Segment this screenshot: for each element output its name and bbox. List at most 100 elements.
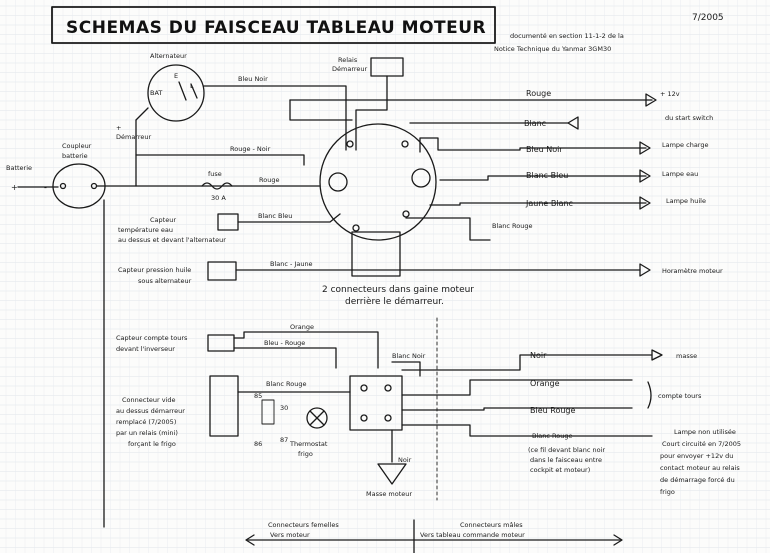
fuse <box>201 182 233 190</box>
lampe-note-3: pour envoyer +12v du <box>660 452 733 460</box>
wire-label-rouge: Rouge <box>259 176 279 184</box>
wire-rouge-out <box>289 99 353 121</box>
wire-blanc-rouge-lower <box>401 424 653 437</box>
batterie-plus: + <box>11 183 18 192</box>
wire-bleu-rouge-right <box>401 407 633 411</box>
wire-label-noir: Noir <box>398 456 412 464</box>
relais-label-2: Démarreur <box>332 65 368 73</box>
thermostat-label-2: frigo <box>298 450 313 458</box>
alt-e-label: E <box>174 72 178 80</box>
right-wire-blanc-rouge-lower: Blanc Rouge <box>532 432 572 440</box>
connecteur-vide-3: remplacé (7/2005) <box>116 418 176 426</box>
capteur-compte-tours <box>207 334 235 352</box>
connecteur-moteur-1 <box>319 123 437 241</box>
alt-terminal-e <box>178 81 187 101</box>
arrow-right-icon <box>651 349 663 361</box>
wire-blanc-bleu-left <box>237 213 341 223</box>
capteur-temp-3: au dessus et devant l'alternateur <box>118 236 226 244</box>
fl-note-1: (ce fil devant blanc noir <box>528 446 605 454</box>
capteur-pression-huile <box>207 261 237 281</box>
arrow-right-icon <box>639 196 651 210</box>
connecteur-bas-pin-3 <box>360 414 368 422</box>
connecteur-bas-pin-4 <box>384 414 392 422</box>
wire-label-blanc-bleu: Blanc Bleu <box>258 212 292 220</box>
footer-left-2: Vers moteur <box>270 531 310 539</box>
right-wire-bleu-noir: Bleu Noir <box>526 145 563 154</box>
right-wire-orange: Orange <box>530 379 560 388</box>
lampe-note-2: Court circuité en 7/2005 <box>662 440 741 448</box>
footer-right-1: Connecteurs mâles <box>460 521 523 529</box>
alt-bat-lead <box>135 107 149 121</box>
footer-left-1: Connecteurs femelles <box>268 521 339 529</box>
right-dest-compte-tours: compte tours <box>658 392 702 400</box>
wire-blanc-bleu-right <box>439 175 647 181</box>
right-dest-rouge: + 12v <box>660 90 680 98</box>
relay-pin-87: 87 <box>280 436 288 444</box>
batterie-label: Batterie <box>6 164 32 172</box>
right-dest-horametre: Horamètre moteur <box>662 267 723 275</box>
relais-label-1: Relais <box>338 56 358 64</box>
wire-label-rouge-noir: Rouge - Noir <box>230 145 271 153</box>
wire-label-orange: Orange <box>290 323 314 331</box>
ground-icon <box>377 463 407 485</box>
capteur-tours-1: Capteur compte tours <box>116 334 188 342</box>
right-bottom-wires <box>401 354 653 437</box>
relais-frigo-coil <box>261 399 275 425</box>
brace-icon <box>647 381 652 409</box>
arrow-right-icon <box>613 534 623 546</box>
coupleur-label-1: Coupleur <box>62 142 92 150</box>
arrow-left-icon <box>567 116 579 130</box>
reference-line-1: documenté en section 11-1-2 de la <box>510 32 624 40</box>
alt-bat-label: BAT <box>150 89 162 97</box>
arrow-left-icon <box>245 534 255 546</box>
diagram-title: SCHEMAS DU FAISCEAU TABLEAU MOTEUR <box>66 18 486 38</box>
wire-rouge-noir <box>135 154 305 166</box>
capteur-huile-2: sous alternateur <box>138 277 192 285</box>
wire-bleu-noir-right <box>419 137 647 153</box>
arrow-right-icon <box>639 141 651 155</box>
right-dest-blanc-bleu: Lampe eau <box>662 170 698 178</box>
thermostat-label-1: Thermostat <box>289 440 328 448</box>
thermostat-frigo-lamp <box>306 407 328 429</box>
wire-label-bleu-noir: Bleu Noir <box>238 75 268 83</box>
coupleur-label-2: batterie <box>62 152 88 160</box>
lampe-note-5: de démarrage forcé du <box>660 476 735 484</box>
relais-demarreur <box>370 57 404 77</box>
right-wire-rouge: Rouge <box>526 89 551 98</box>
capteur-temperature <box>217 213 239 231</box>
connecteur-pin-center <box>328 172 348 192</box>
diagram-date: 7/2005 <box>692 13 724 23</box>
relay-pin-85: 85 <box>254 392 262 400</box>
wire-jaune-blanc-right <box>429 202 647 206</box>
capteur-tours-2: devant l'inverseur <box>116 345 175 353</box>
connecteur-vide-1: Connecteur vide <box>122 396 176 404</box>
footer-right-2: Vers tableau commande moteur <box>420 531 525 539</box>
wire-orange-right <box>401 379 633 396</box>
right-dest-bleu-noir: Lampe charge <box>662 141 709 149</box>
wire-bleu-noir-alt <box>203 85 347 151</box>
right-wire-noir: Noir <box>530 351 547 360</box>
connecteur-pin-1 <box>346 140 354 148</box>
right-top-wires <box>235 99 653 271</box>
capteur-temp-1: Capteur <box>150 216 176 224</box>
lamp-cross-icon <box>309 410 325 426</box>
demarreur-label: Démarreur <box>116 133 152 141</box>
connecteur-bas-pin-1 <box>360 384 368 392</box>
alternateur <box>147 64 205 122</box>
fl-note-2: dans le faisceau entre <box>530 456 602 464</box>
right-wire-blanc-rouge: Blanc Rouge <box>492 222 532 230</box>
arrow-right-icon <box>645 93 657 107</box>
fl-note-3: cockpit et moteur) <box>530 466 590 474</box>
relay-pin-30: 30 <box>280 404 288 412</box>
connecteur-moteur-2 <box>351 231 401 277</box>
connecteur-pin-4 <box>402 210 410 218</box>
connecteur-pin-3 <box>352 224 360 232</box>
wire-orange-left <box>233 331 379 369</box>
wire-blanc-noir <box>391 361 421 377</box>
connecteur-vide-2: au dessus démarreur <box>116 407 185 415</box>
connecteur-bas <box>349 375 403 431</box>
arrow-right-icon <box>639 169 651 183</box>
coupleur-terminal-left <box>59 182 67 190</box>
